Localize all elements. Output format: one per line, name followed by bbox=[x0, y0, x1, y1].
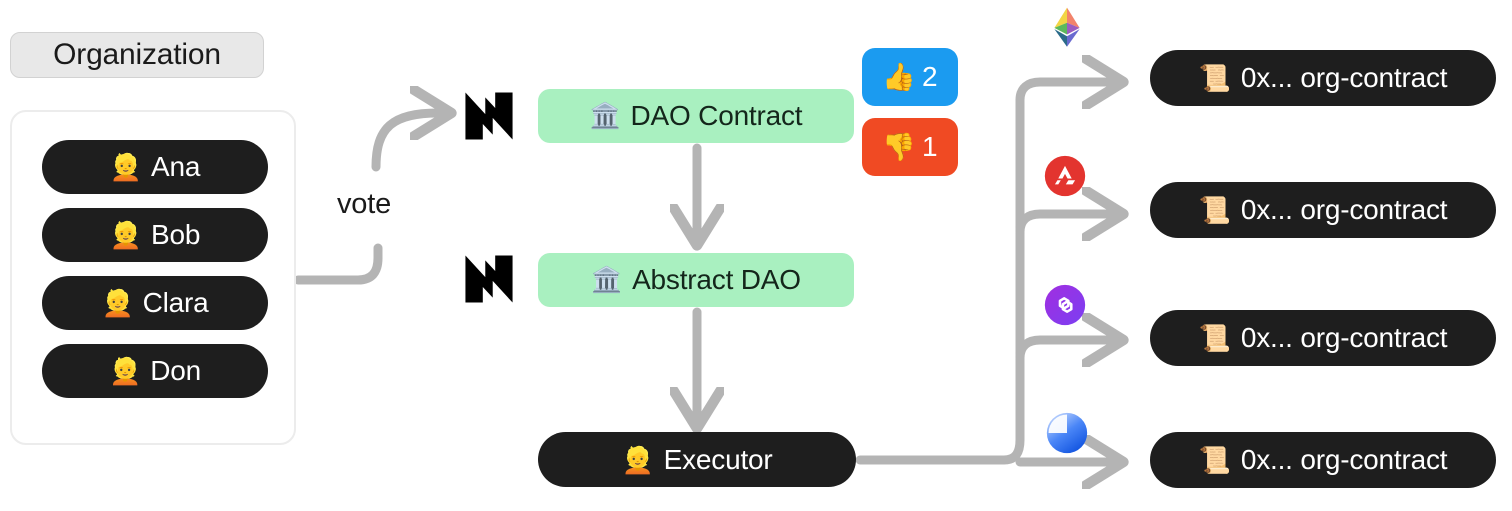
organization-card: 👱 Ana 👱 Bob 👱 Clara 👱 Don bbox=[10, 110, 296, 445]
abstract-dao-label: Abstract DAO bbox=[632, 264, 801, 295]
ethereum-icon bbox=[1054, 7, 1080, 47]
person-icon: 👱 bbox=[109, 220, 142, 250]
scroll-icon: 📜 bbox=[1198, 445, 1231, 475]
base-icon bbox=[1046, 412, 1088, 454]
org-contract-pill[interactable]: 📜 0x... org-contract bbox=[1150, 432, 1496, 488]
abstract-dao-node[interactable]: 🏛️ Abstract DAO bbox=[538, 253, 854, 307]
polygon-icon bbox=[1044, 284, 1086, 326]
executor-node[interactable]: 👱 Executor bbox=[538, 432, 856, 487]
member-name: Bob bbox=[150, 219, 201, 250]
org-contract-label: 0x... org-contract bbox=[1240, 194, 1448, 225]
org-contract-pill[interactable]: 📜 0x... org-contract bbox=[1150, 310, 1496, 366]
edge-branch-contract-2 bbox=[1015, 340, 1110, 358]
organization-title: Organization bbox=[10, 32, 264, 78]
executor-label: Executor bbox=[663, 443, 773, 475]
upvote-count: 2 bbox=[922, 61, 938, 92]
thumbs-up-icon: 👍 bbox=[882, 61, 917, 92]
avalanche-icon bbox=[1044, 155, 1086, 197]
dao-contract-node[interactable]: 🏛️ DAO Contract bbox=[538, 89, 854, 143]
near-protocol-icon bbox=[465, 255, 513, 303]
downvote-badge[interactable]: 👎 1 bbox=[862, 118, 958, 176]
org-contract-label: 0x... org-contract bbox=[1240, 62, 1448, 93]
member-row[interactable]: 👱 Ana bbox=[42, 140, 268, 194]
edge-branch-contract-1 bbox=[1015, 214, 1110, 232]
member-name: Ana bbox=[150, 151, 201, 182]
person-icon: 👱 bbox=[109, 356, 142, 386]
member-name: Clara bbox=[142, 287, 209, 318]
scroll-icon: 📜 bbox=[1198, 323, 1231, 353]
dao-contract-label: DAO Contract bbox=[630, 100, 803, 131]
edge-vote-from-organization bbox=[293, 243, 383, 285]
member-row[interactable]: 👱 Clara bbox=[42, 276, 268, 330]
person-icon: 👱 bbox=[101, 288, 134, 318]
edge-vote-up bbox=[371, 113, 438, 172]
upvote-badge[interactable]: 👍 2 bbox=[862, 48, 958, 106]
org-contract-pill[interactable]: 📜 0x... org-contract bbox=[1150, 50, 1496, 106]
classical-building-icon: 🏛️ bbox=[589, 101, 621, 130]
member-list: 👱 Ana 👱 Bob 👱 Clara 👱 Don bbox=[42, 140, 268, 398]
org-contract-label: 0x... org-contract bbox=[1240, 444, 1448, 475]
vote-label: vote bbox=[337, 188, 392, 220]
org-contract-label: 0x... org-contract bbox=[1240, 322, 1448, 353]
person-icon: 👱 bbox=[621, 444, 654, 475]
near-protocol-icon bbox=[465, 92, 513, 140]
downvote-count: 1 bbox=[922, 131, 938, 162]
scroll-icon: 📜 bbox=[1198, 195, 1231, 225]
person-icon: 👱 bbox=[109, 152, 142, 182]
org-contract-pill[interactable]: 📜 0x... org-contract bbox=[1150, 182, 1496, 238]
member-row[interactable]: 👱 Don bbox=[42, 344, 268, 398]
member-name: Don bbox=[150, 355, 201, 386]
scroll-icon: 📜 bbox=[1198, 63, 1231, 93]
member-row[interactable]: 👱 Bob bbox=[42, 208, 268, 262]
classical-building-icon: 🏛️ bbox=[591, 265, 623, 294]
thumbs-down-icon: 👎 bbox=[882, 131, 917, 162]
